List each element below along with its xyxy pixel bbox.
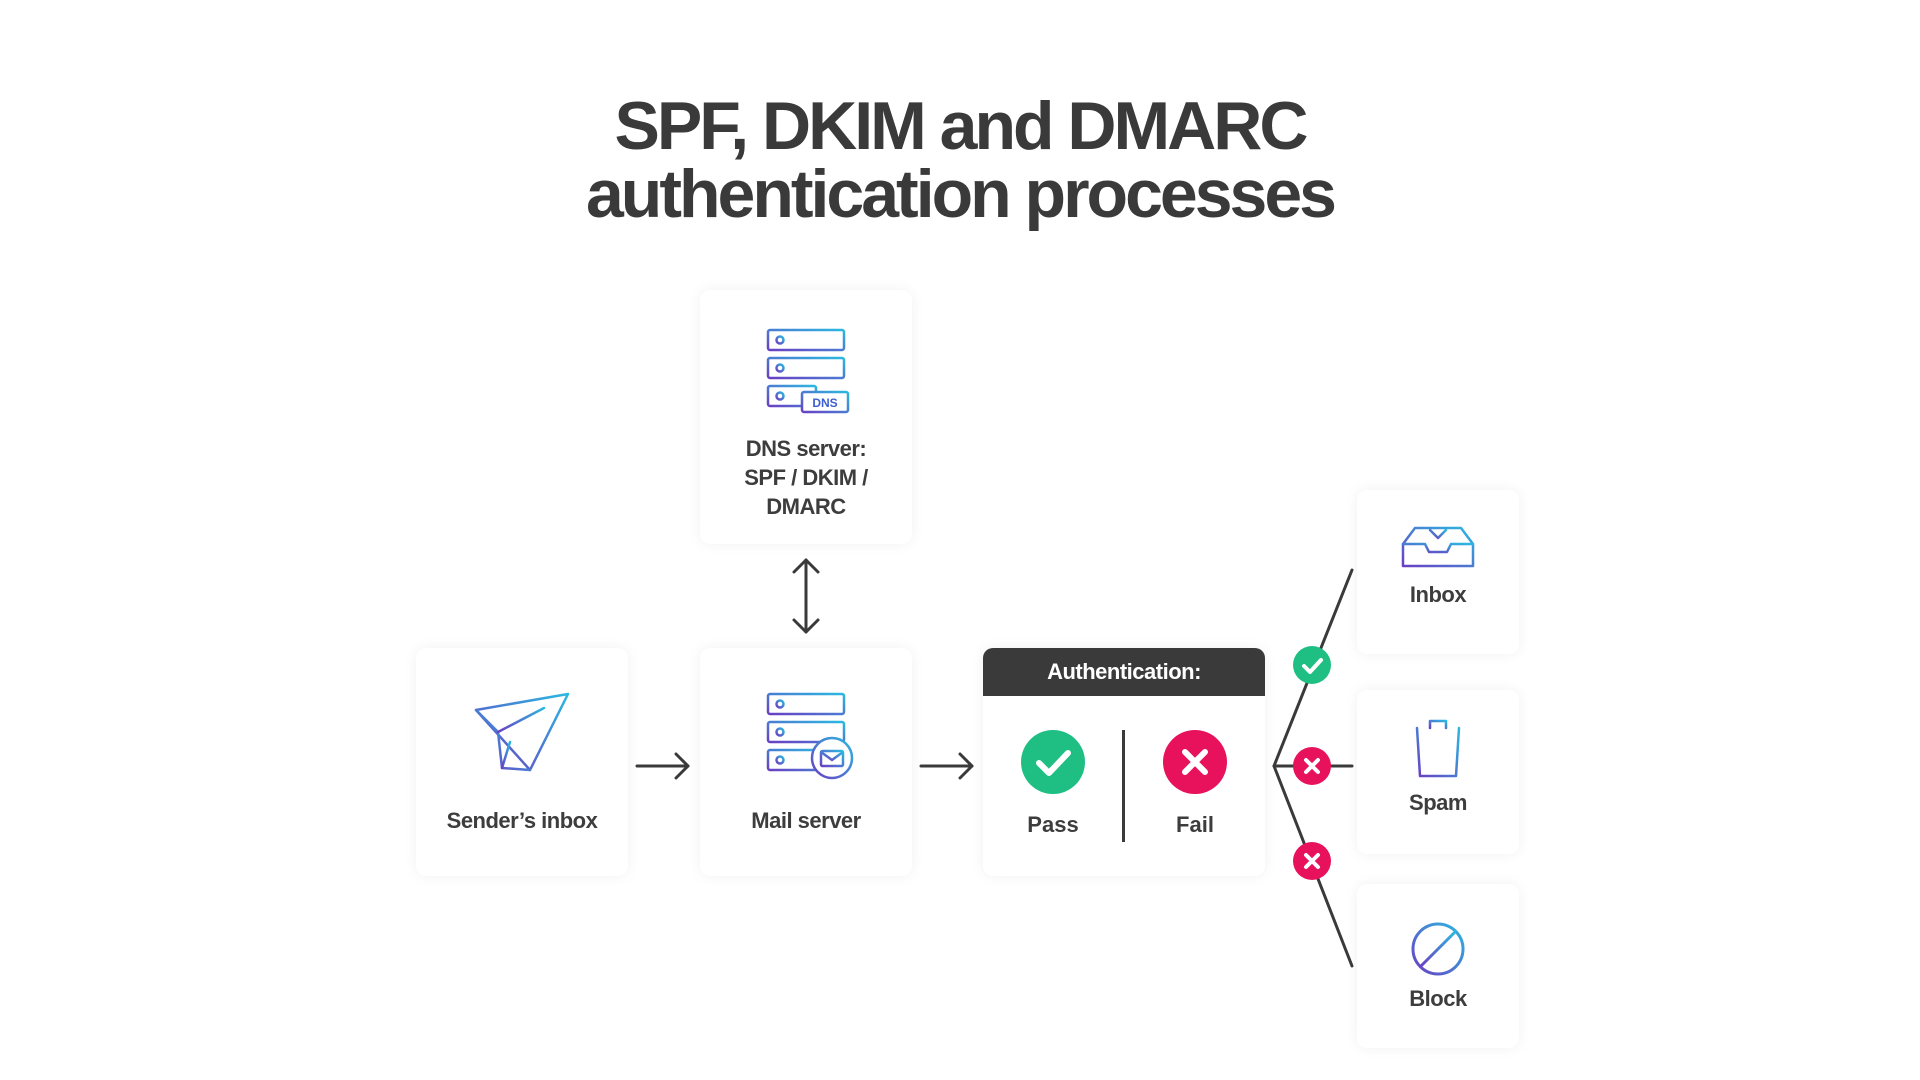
block-fail-x-icon bbox=[1293, 842, 1331, 880]
dns-badge-text: DNS bbox=[812, 396, 837, 410]
sender-inbox-card: Sender’s inbox bbox=[416, 648, 628, 876]
block-label: Block bbox=[1409, 986, 1467, 1011]
trash-can-icon bbox=[1409, 718, 1467, 780]
authentication-card: Authentication: Pass Fail bbox=[983, 648, 1265, 876]
spam-fail-x-icon bbox=[1293, 747, 1331, 785]
dns-server-icon: DNS bbox=[762, 326, 852, 416]
dns-label-line-2: SPF / DKIM / bbox=[744, 465, 868, 490]
inbox-card: Inbox bbox=[1357, 490, 1519, 654]
fail-label: Fail bbox=[1176, 812, 1214, 837]
mail-server-card: Mail server bbox=[700, 648, 912, 876]
mail-server-icon bbox=[762, 690, 858, 784]
pass-label: Pass bbox=[1027, 812, 1079, 837]
page-title: SPF, DKIM and DMARC authentication proce… bbox=[0, 92, 1920, 228]
dns-server-label: DNS server: SPF / DKIM / DMARC bbox=[700, 434, 912, 521]
pass-fail-divider bbox=[1122, 730, 1125, 842]
spam-label: Spam bbox=[1409, 790, 1467, 815]
block-icon bbox=[1409, 920, 1467, 978]
inbox-pass-check-icon bbox=[1293, 646, 1331, 684]
title-line-1: SPF, DKIM and DMARC bbox=[614, 88, 1309, 164]
dns-label-line-3: DMARC bbox=[766, 494, 846, 519]
block-card: Block bbox=[1357, 884, 1519, 1048]
sender-to-mail-arrow bbox=[635, 752, 690, 780]
inbox-tray-icon bbox=[1399, 510, 1477, 572]
dns-server-card: DNS DNS server: SPF / DKIM / DMARC bbox=[700, 290, 912, 544]
pass-check-icon bbox=[1021, 730, 1085, 794]
inbox-label: Inbox bbox=[1409, 582, 1467, 607]
title-line-2: authentication processes bbox=[585, 156, 1337, 232]
mail-server-label: Mail server bbox=[751, 808, 861, 833]
authentication-header: Authentication: bbox=[983, 648, 1265, 696]
mail-to-auth-arrow bbox=[919, 752, 974, 780]
spam-card: Spam bbox=[1357, 690, 1519, 854]
fail-x-icon bbox=[1163, 730, 1227, 794]
paper-plane-icon bbox=[472, 690, 572, 776]
dns-label-line-1: DNS server: bbox=[745, 436, 867, 461]
dns-mail-double-arrow bbox=[792, 558, 820, 634]
sender-inbox-label: Sender’s inbox bbox=[446, 808, 598, 833]
